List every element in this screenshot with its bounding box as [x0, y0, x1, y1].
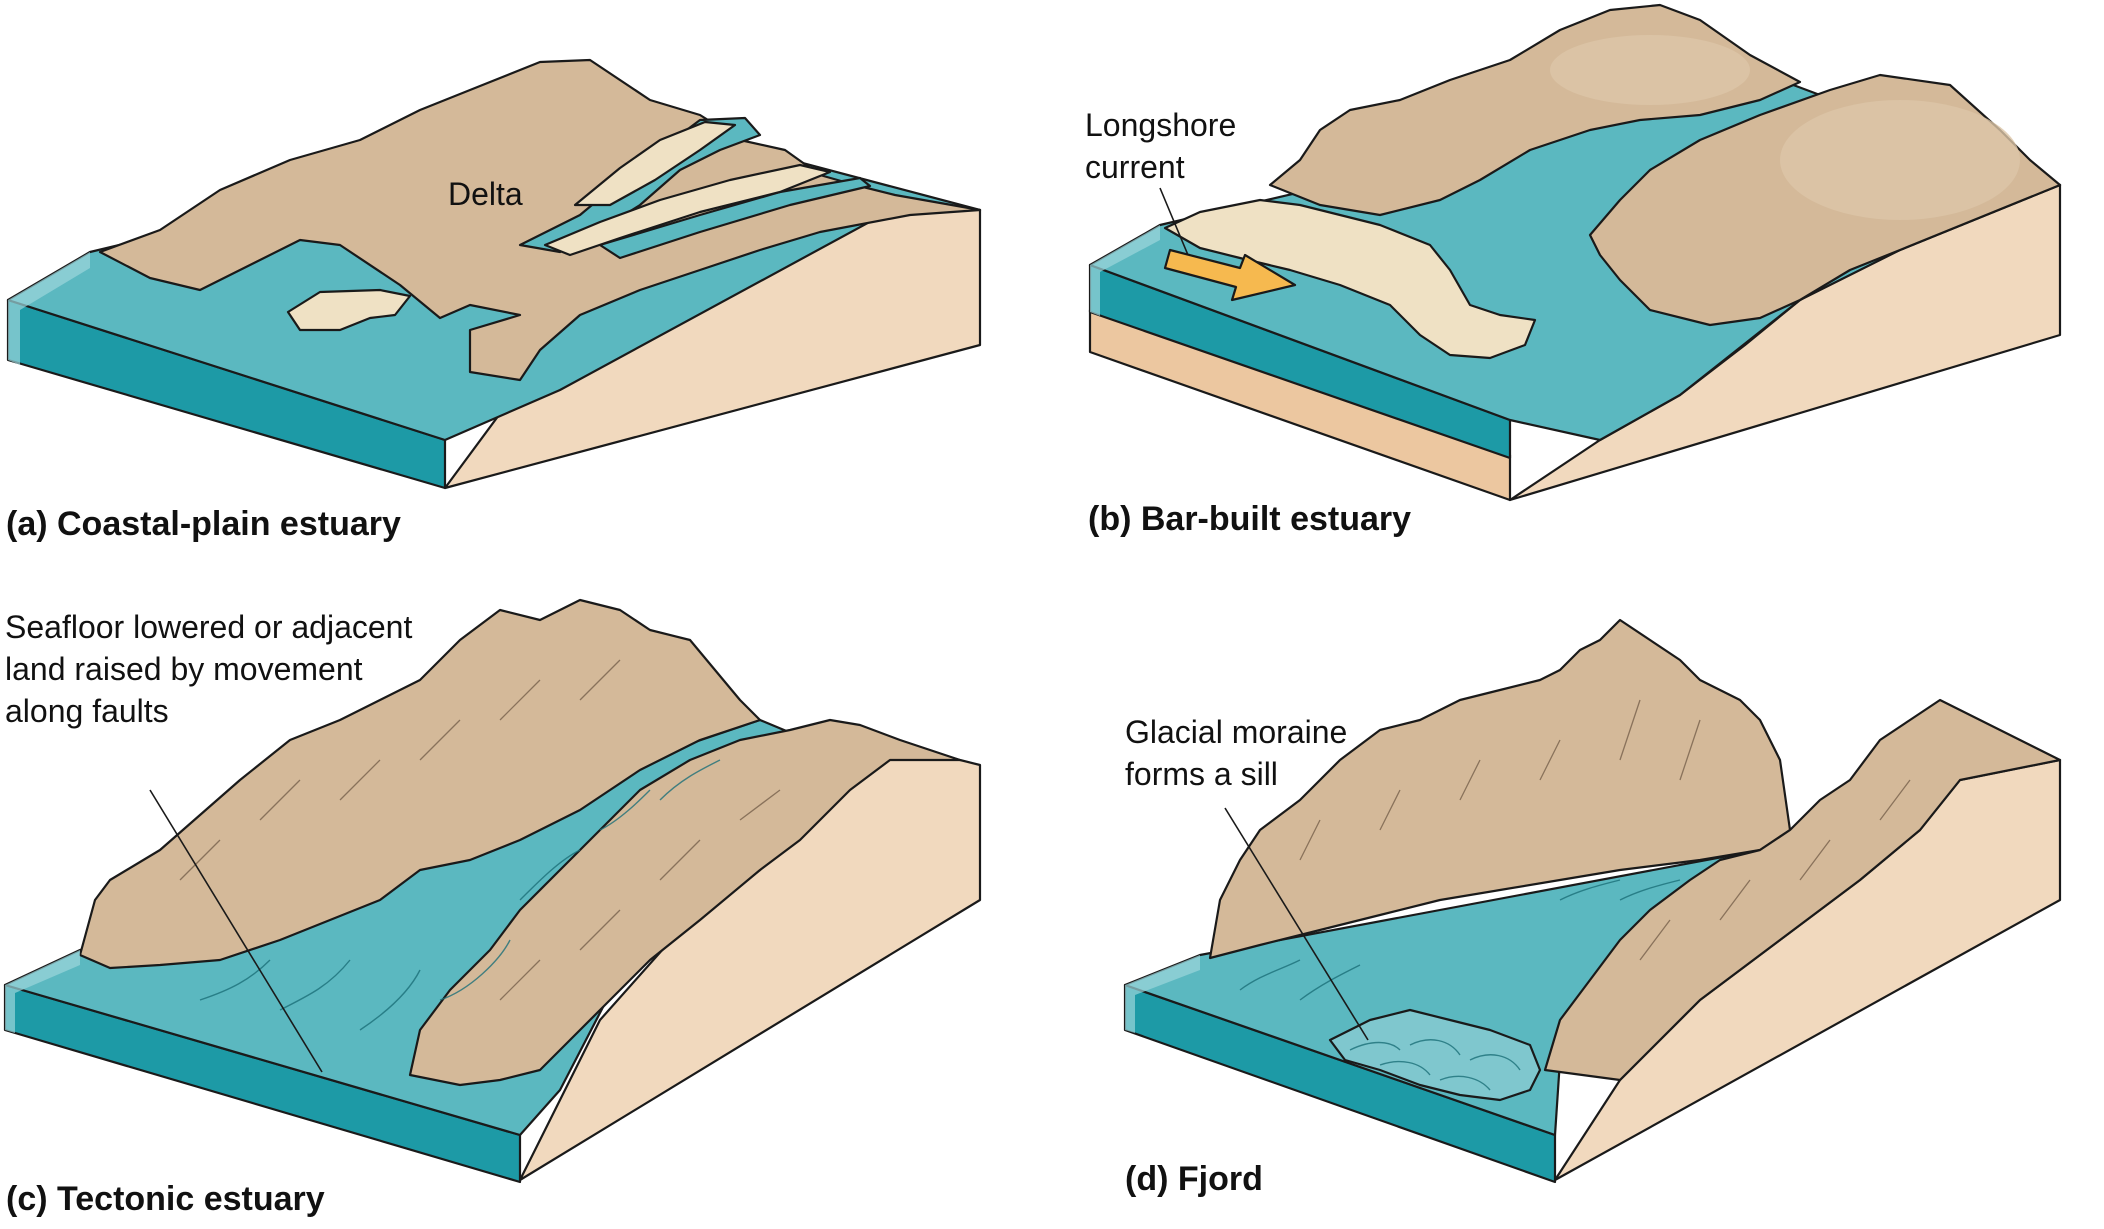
panel-b-bar-built-block: Longshore current	[1085, 3, 2062, 502]
panel-c-leader-line	[149, 789, 323, 1073]
panel-d-leader-line	[1224, 807, 1369, 1041]
panel-a-delta-sand-2	[543, 163, 832, 257]
panel-d-mountains-left	[1208, 618, 1792, 960]
panel-d-mountains-right	[1543, 698, 2062, 1082]
panel-d-rock-streaks	[1299, 699, 1701, 861]
panel-b-sand-bar	[1163, 198, 1537, 360]
panel-b-glass-edge	[1090, 225, 1160, 316]
longshore-label: Longshore	[1085, 107, 1236, 143]
panel-c-rock-streaks-2	[499, 789, 781, 1001]
panel-b-leader-line	[1159, 187, 1189, 256]
moraine-label-line-1: Glacial moraine	[1125, 714, 1347, 750]
panel-a-glass-edge	[8, 252, 90, 365]
panel-a-delta-sand	[573, 120, 737, 207]
panel-a-river-branch	[598, 176, 872, 260]
delta-label: Delta	[448, 176, 523, 212]
panel-d-water-ripples	[1239, 879, 1681, 1001]
longshore-current-arrow	[1163, 248, 1297, 302]
panel-d-moraine-texture	[1349, 1039, 1521, 1091]
caption-d: (d) Fjord	[1125, 1160, 1263, 1198]
panel-b-hill-highlight	[1550, 35, 1750, 105]
caption-c: (c) Tectonic estuary	[6, 1180, 325, 1218]
fault-label-line-1: Seafloor lowered or adjacent	[5, 609, 412, 645]
panel-d-fjord-block: Glacial moraine forms a sill	[1123, 618, 2062, 1184]
fault-label-line-3: along faults	[5, 693, 169, 729]
glacial-moraine-sill	[1328, 1008, 1542, 1102]
caption-a: (a) Coastal-plain estuary	[6, 505, 401, 543]
moraine-label-line-2: forms a sill	[1125, 756, 1278, 792]
panel-c-glass-edge	[5, 950, 80, 1033]
panel-d-glass-edge	[1125, 955, 1200, 1033]
current-label: current	[1085, 149, 1185, 185]
panel-a-coastal-plain-block: Delta	[6, 58, 982, 490]
panel-c-tectonic-block: Seafloor lowered or adjacent land raised…	[3, 598, 982, 1184]
panel-a-land-top	[98, 58, 982, 382]
panel-d-rock-streaks-2	[1639, 779, 1911, 961]
panel-c-mountains-left	[78, 598, 762, 970]
fault-label-line-2: land raised by movement	[5, 651, 363, 687]
panel-c-water-ripples	[199, 759, 721, 1031]
panel-b-hill-highlight-2	[1780, 100, 2020, 220]
panel-c-mountains-right	[408, 718, 962, 1087]
panel-a-island	[286, 288, 412, 332]
panel-c-rock-streaks	[179, 659, 621, 881]
caption-b: (b) Bar-built estuary	[1088, 500, 1411, 538]
